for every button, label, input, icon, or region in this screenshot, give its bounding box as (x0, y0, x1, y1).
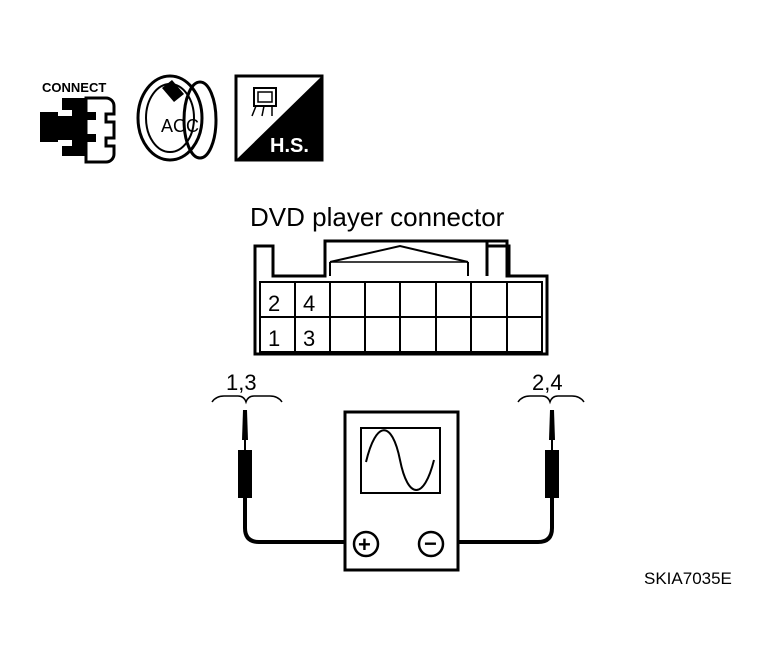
connect-icon: CONNECT (40, 80, 116, 164)
left-probe-label: 1,3 (226, 370, 257, 395)
acc-icon-label: ACC (161, 116, 199, 136)
connector-title: DVD player connector (250, 202, 505, 232)
plus-symbol: + (358, 532, 371, 557)
figure-id: SKIA7035E (644, 569, 732, 588)
hs-icon-label: H.S. (270, 135, 309, 157)
connector-body (253, 239, 549, 356)
connect-icon-label: CONNECT (42, 80, 106, 95)
acc-key-icon: ACC (136, 74, 218, 162)
minus-terminal (417, 530, 445, 558)
pin-1-label: 1 (268, 326, 280, 351)
pin-3-label: 3 (303, 326, 315, 351)
right-brace (517, 395, 585, 405)
pin-2-label: 2 (268, 291, 280, 316)
pin-4-label: 4 (303, 291, 315, 316)
left-brace (211, 395, 283, 405)
waveform-trace (365, 429, 435, 491)
minus-symbol: − (424, 531, 437, 556)
plus-terminal (352, 530, 380, 558)
harness-side-icon: H.S. (234, 74, 324, 162)
left-probe (238, 410, 349, 544)
right-probe-label: 2,4 (532, 370, 563, 395)
right-probe (445, 410, 559, 544)
oscilloscope: + − (343, 410, 460, 572)
